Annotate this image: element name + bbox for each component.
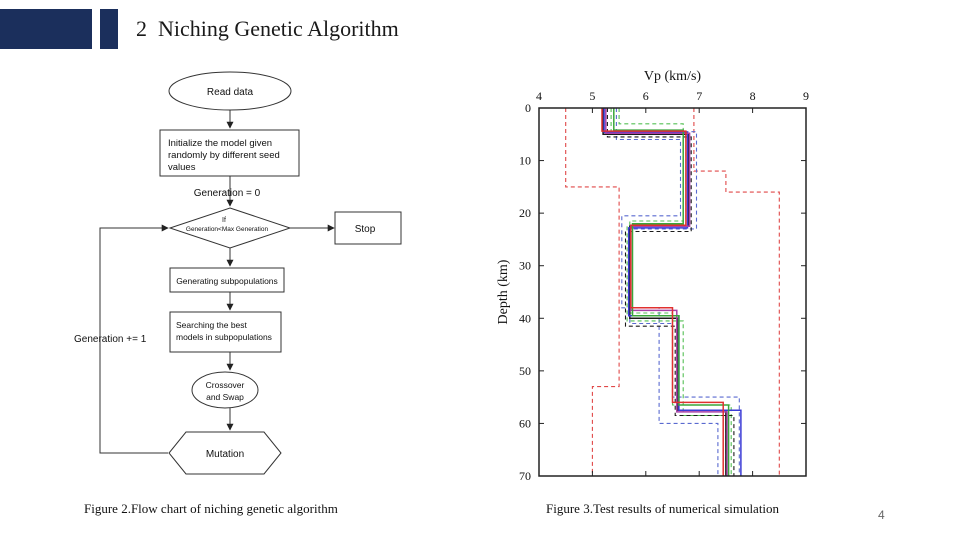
label-init-3: values [168,162,196,173]
y-tick-label: 30 [519,259,531,273]
model-line-8 [603,108,742,476]
y-tick-label: 10 [519,154,531,168]
x-tick-label: 7 [696,89,702,103]
x-tick-label: 9 [803,89,809,103]
label-stop: Stop [355,224,376,235]
y-axis-label: Depth (km) [496,259,511,324]
y-tick-label: 70 [519,469,531,483]
x-axis-label: Vp (km/s) [644,69,702,84]
header-block-right [100,9,118,49]
node-stop [334,211,402,245]
label-cross-1: Crossover [206,380,245,390]
header-block-left [0,9,92,49]
model-line-10 [613,108,730,476]
x-tick-label: 4 [536,89,542,103]
node-initialize [159,129,300,177]
node-subpopulations [169,267,285,293]
label-gen-zero: Generation = 0 [194,188,261,199]
y-tick-label: 0 [525,101,531,115]
node-mutation [168,431,282,475]
plot-frame [538,107,807,477]
label-init-2: randomly by different seed [168,150,280,161]
dashed-bound-line-4 [618,108,732,476]
label-subpop: Generating subpopulations [176,276,278,286]
y-tick-label: 40 [519,311,531,325]
y-tick-label: 20 [519,206,531,220]
dashed-bound-line-1 [693,108,780,476]
dashed-bound-line-0 [565,108,620,476]
connector-loop-back [99,224,169,454]
label-gen-inc: Generation += 1 [74,334,147,345]
node-decision [168,207,292,249]
dashed-bound-line-2 [602,108,740,476]
label-decision-2: Generation<Max Generation [186,226,269,233]
dashed-bound-line-3 [615,108,719,476]
label-cross-2: and Swap [206,392,244,402]
y-tick-label: 50 [519,364,531,378]
y-tick-label: 60 [519,416,531,430]
x-tick-label: 6 [643,89,649,103]
label-read-data: Read data [207,87,254,98]
label-search-2: models in subpopulations [176,332,272,342]
x-tick-label: 8 [750,89,756,103]
label-search-1: Searching the best [176,320,248,330]
label-mutation: Mutation [206,449,244,460]
label-decision-1: If [222,217,226,224]
dashed-bound-line-6 [606,108,735,476]
node-search-best [169,311,282,353]
slide-title: 2 Niching Genetic Algorithm [136,16,399,41]
node-crossover [191,371,259,409]
flowchart-caption: Figure 2.Flow chart of niching genetic a… [84,501,338,516]
chart-caption: Figure 3.Test results of numerical simul… [546,501,780,516]
x-tick-label: 5 [589,89,595,103]
model-line-11 [601,108,724,476]
model-line-7 [602,108,727,476]
node-read-data [168,71,292,111]
label-init-1: Initialize the model given [168,138,272,149]
model-line-9 [605,108,728,476]
page-number: 4 [878,508,885,522]
